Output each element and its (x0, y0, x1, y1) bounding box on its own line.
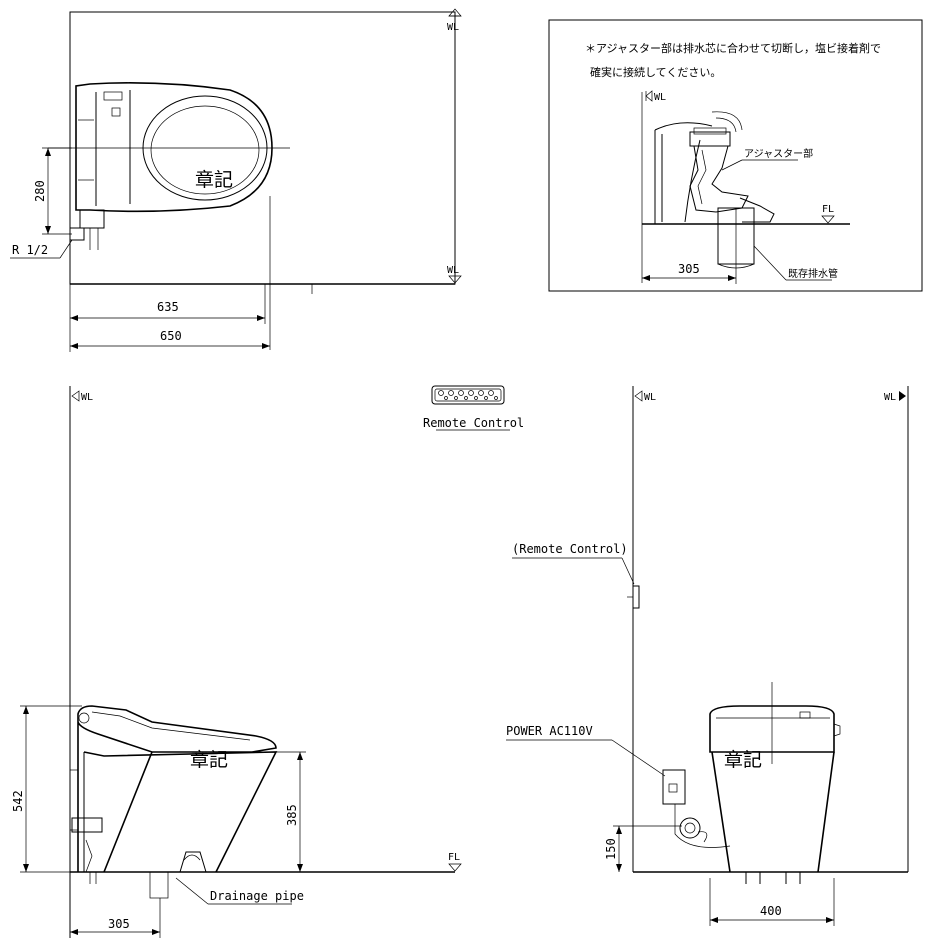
dimension-542: 542 (11, 705, 82, 873)
dimension-400-label: 400 (760, 904, 782, 918)
wl-label: WL (447, 265, 459, 276)
toilet-side-outline (69, 705, 278, 899)
note-dimension-305: 305 (642, 262, 737, 284)
note-fl-label: FL (822, 204, 834, 215)
dimension-150-label: 150 (604, 838, 618, 860)
dimension-305: 305 (70, 898, 161, 938)
dimension-280: 280 (33, 147, 72, 235)
adjuster-label: アジャスター部 (744, 147, 813, 160)
side-wl-marker: WL (71, 390, 93, 403)
power-label: POWER AC110V (506, 724, 593, 738)
remote-control-side: (Remote Control) (512, 542, 640, 609)
stamp-mark: 章記 (195, 169, 233, 191)
dimension-650: 650 (70, 329, 270, 349)
dimension-150: 150 (604, 825, 682, 872)
r-half-callout: R 1/2 (10, 239, 73, 259)
existing-pipe-label: 既存排水管 (788, 267, 838, 280)
front-wl-label-left: WL (644, 392, 656, 403)
note-fl-marker: FL (821, 204, 835, 224)
stamp-mark: 章記 (724, 749, 762, 771)
r-half-label: R 1/2 (12, 243, 48, 257)
dimension-280-label: 280 (33, 180, 47, 202)
side-view: WL Remote Control FL (11, 385, 524, 938)
dimension-650-label: 650 (160, 329, 182, 343)
dimension-635: 635 (69, 284, 266, 352)
front-wl-label-right: WL (884, 392, 896, 403)
wl-marker-bottom: WL (447, 265, 462, 284)
dimension-385-label: 385 (285, 804, 299, 826)
dimension-385: 385 (216, 751, 306, 873)
adjuster-note-box: ＊アジャスター部は排水芯に合わせて切断し，塩ビ接着剤で 確実に接続してください。… (548, 19, 923, 292)
toilet-plan-outline (69, 82, 273, 250)
side-fl-marker: FL (448, 852, 462, 872)
wl-label: WL (447, 22, 459, 33)
dimension-305-label: 305 (108, 917, 130, 931)
drainage-pipe-label: Drainage pipe (210, 889, 304, 903)
note-line-2: 確実に接続してください。 (590, 65, 721, 79)
power-outlet: POWER AC110V (506, 724, 731, 848)
top-view: WL WL (10, 8, 462, 352)
dimension-542-label: 542 (11, 790, 25, 812)
dimension-400: 400 (709, 878, 835, 926)
remote-control-icon (431, 385, 505, 405)
front-wl-marker-right: WL (884, 391, 906, 403)
wl-marker-top: WL (447, 8, 462, 33)
side-wl-label: WL (81, 392, 93, 403)
toilet-front-outline (709, 682, 841, 884)
note-wl-label: WL (654, 92, 666, 103)
remote-control-label: Remote Control (423, 416, 524, 430)
dimension-635-label: 635 (157, 300, 179, 314)
front-view: WL WL (Remote Control) POWER AC110V (506, 386, 909, 926)
note-line-1: ＊アジャスター部は排水芯に合わせて切断し，塩ビ接着剤で (585, 41, 881, 55)
drainage-pipe-callout: Drainage pipe (175, 877, 304, 905)
stamp-mark: 章記 (190, 749, 228, 771)
front-wl-marker-left: WL (634, 390, 656, 403)
side-fl-label: FL (448, 852, 460, 863)
note-dimension-305-label: 305 (678, 262, 700, 276)
remote-control-paren-label: (Remote Control) (512, 542, 628, 556)
